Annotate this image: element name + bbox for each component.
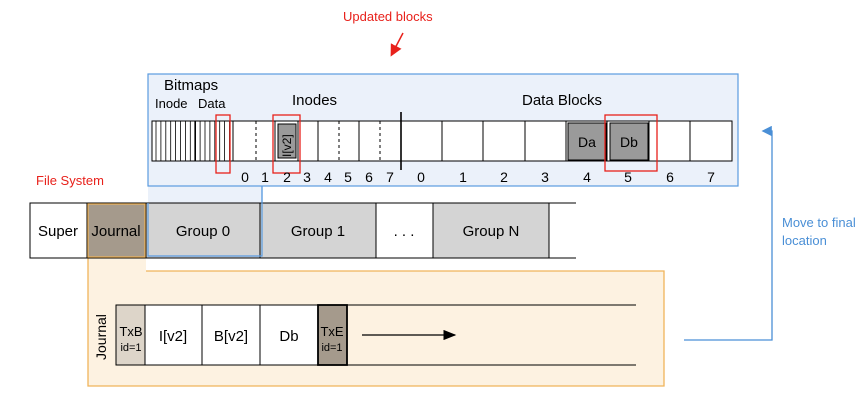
txb-id-label: id=1	[120, 342, 141, 354]
checkpoint-arrow	[684, 125, 773, 341]
group0-label: Group 0	[176, 223, 230, 240]
txb-label: TxB	[119, 324, 142, 339]
updated-inode-label: I[v2]	[280, 134, 294, 157]
disk-layout	[29, 202, 576, 259]
data-index-3: 3	[541, 169, 549, 185]
inode-index-6: 6	[365, 169, 373, 185]
bitmap-highlight	[215, 114, 231, 174]
move-to-final-label-line2: location	[782, 233, 827, 248]
group1-block	[259, 202, 377, 259]
inode-index-1: 1	[261, 169, 269, 185]
data-block-highlight	[604, 114, 658, 172]
data-block-da	[567, 122, 607, 161]
ellipsis-block	[375, 202, 434, 259]
group0-block	[145, 202, 261, 259]
group1-label: Group 1	[291, 223, 345, 240]
data-index-4: 4	[583, 169, 591, 185]
journal-inode-label: I[v2]	[159, 328, 187, 345]
updated-blocks-arrow	[390, 32, 404, 57]
data-index-2: 2	[500, 169, 508, 185]
journal-label: Journal	[91, 223, 140, 240]
bitmaps-label: Bitmaps	[164, 77, 218, 94]
super-block	[29, 202, 88, 259]
groupN-label: Group N	[463, 223, 520, 240]
data-index-6: 6	[666, 169, 674, 185]
data-indices: 0 1 2 3 4 5 6 7	[417, 169, 715, 185]
inode-highlight	[272, 114, 301, 174]
txe-label: TxE	[320, 324, 343, 339]
txe-id-label: id=1	[321, 342, 342, 354]
data-block-db	[609, 122, 649, 161]
txb-block	[115, 304, 146, 366]
ellipsis-label: . . .	[394, 223, 415, 240]
journal-bitmap-label: B[v2]	[214, 328, 248, 345]
data-index-0: 0	[417, 169, 425, 185]
journal-side-label: Journal	[93, 314, 109, 360]
data-index-7: 7	[707, 169, 715, 185]
super-label: Super	[38, 223, 78, 240]
data-bitmap-label: Data	[198, 96, 226, 111]
groupN-block	[432, 202, 550, 259]
updated-blocks-label: Updated blocks	[343, 9, 433, 24]
inode-index-2: 2	[283, 169, 291, 185]
data-block-db-label: Db	[620, 134, 638, 150]
journal-data-block	[259, 304, 319, 366]
data-block-da-label: Da	[578, 134, 596, 150]
inode-index-5: 5	[344, 169, 352, 185]
inode-index-7: 7	[386, 169, 394, 185]
data-blocks-label: Data Blocks	[522, 92, 602, 109]
journal-contents	[115, 304, 636, 366]
txe-block	[317, 304, 348, 366]
move-to-final-label-line1: Move to final	[782, 215, 856, 230]
data-index-5: 5	[624, 169, 632, 185]
inode-bitmap-label: Inode	[155, 96, 188, 111]
updated-inode-block	[277, 123, 297, 159]
inodes-label: Inodes	[292, 92, 337, 109]
journal-region	[86, 202, 147, 259]
journal-data-label: Db	[279, 328, 298, 345]
journal-bitmap-block	[201, 304, 261, 366]
data-index-1: 1	[459, 169, 467, 185]
inode-index-3: 3	[303, 169, 311, 185]
inode-index-4: 4	[324, 169, 332, 185]
inode-index-0: 0	[241, 169, 249, 185]
file-system-label: File System	[36, 173, 104, 188]
